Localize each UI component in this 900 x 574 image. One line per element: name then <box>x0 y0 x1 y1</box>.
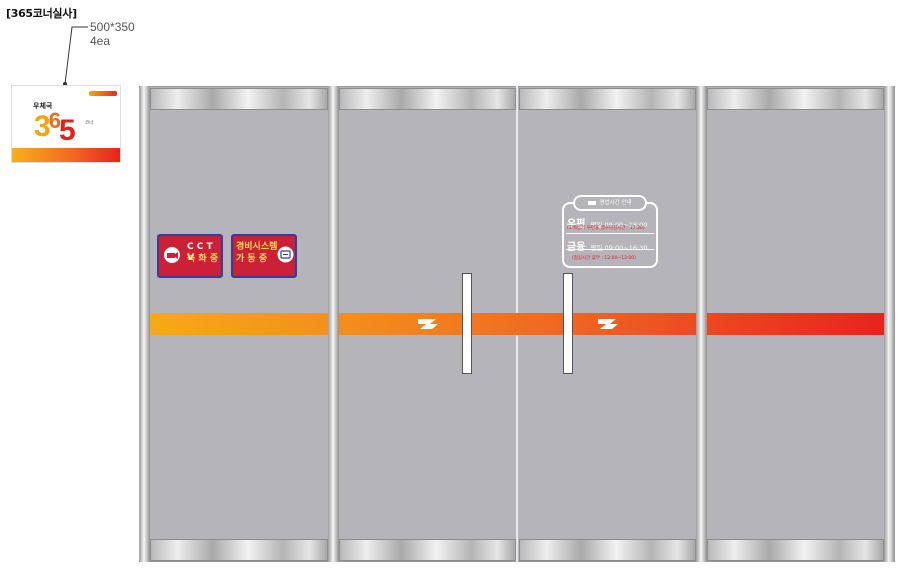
frame-post <box>328 310 339 338</box>
frame-post <box>696 310 707 338</box>
finance-hours: 평일 09:00~16:30 <box>590 244 648 252</box>
page-title: [365코너실사] <box>6 7 77 20</box>
sign-digit: 6 <box>48 108 61 133</box>
top-rail <box>707 88 884 110</box>
security-line1: 경비시스템 <box>236 242 278 252</box>
sign-color-bar <box>12 148 120 162</box>
postal-row: 우편 평일 09:00~18:00 <box>567 212 647 231</box>
cctv-line2: 녹 화 중 <box>187 254 219 264</box>
sign-digit: 3 <box>34 110 51 143</box>
color-stripe <box>150 313 884 335</box>
frame-post <box>139 86 150 562</box>
sign-label: 우체국 <box>33 102 53 110</box>
cctv-line1: C C T V <box>187 242 213 263</box>
lunch-note: (점심시간 휴무 : 12:00~13:00) <box>572 256 636 261</box>
finance-row: 금융 평일 09:00~16:30 <box>567 235 647 254</box>
bottom-rail <box>707 539 884 561</box>
spec-size: 500*350 <box>90 20 135 34</box>
top-rail <box>150 88 328 110</box>
leader-line <box>63 26 88 86</box>
sign-digit: 5 <box>58 114 76 147</box>
finance-label: 금융 <box>567 242 586 253</box>
hours-header-text: 영업시간 안내 <box>599 200 632 206</box>
spec-quantity: 4ea <box>90 34 111 48</box>
alarm-icon <box>277 246 294 263</box>
corner-sign-365: 우체국 365 코너 <box>12 86 120 162</box>
divider <box>566 233 654 234</box>
security-sticker: 경비시스템 가 동 중 <box>231 234 297 278</box>
divider <box>566 249 654 250</box>
security-line2: 가 동 중 <box>236 254 268 264</box>
frame-post <box>884 86 895 562</box>
postal-hours: 평일 09:00~18:00 <box>590 221 648 229</box>
camera-icon <box>164 247 180 263</box>
door-handle[interactable] <box>563 273 573 374</box>
hours-header: 영업시간 안내 <box>573 195 647 211</box>
post-logo-icon <box>588 200 597 205</box>
cctv-sticker: C C T V 녹 화 중 <box>157 234 223 278</box>
post-logo-icon <box>418 319 438 329</box>
postal-note: (고속등기 우편물 접수마감시간 : 17:30) <box>567 226 645 231</box>
sign-number: 365 <box>34 108 76 147</box>
bottom-rail <box>519 539 696 561</box>
bottom-rail <box>150 539 328 561</box>
postal-label: 우편 <box>567 219 586 230</box>
door-handle[interactable] <box>462 273 472 374</box>
post-logo-icon <box>89 91 117 96</box>
post-logo-icon <box>598 319 618 329</box>
spec-annotation: 500*350 4ea <box>90 20 135 48</box>
top-rail <box>339 88 516 110</box>
sign-corner-text: 코너 <box>85 121 94 126</box>
business-hours-sign: 영업시간 안내 우편 평일 09:00~18:00 (고속등기 우편물 접수마감… <box>562 195 658 268</box>
top-rail <box>519 88 696 110</box>
bottom-rail <box>339 539 516 561</box>
